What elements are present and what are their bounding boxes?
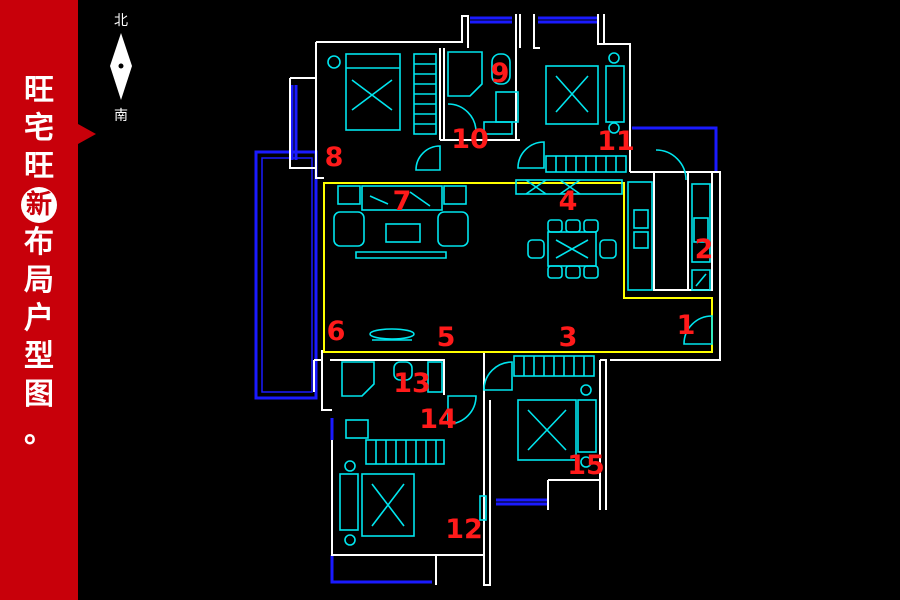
banner-char: 旺 <box>24 149 54 184</box>
room-number-6: 6 <box>327 316 346 347</box>
compass-icon: 北 南 <box>110 13 132 124</box>
banner-arrow-icon <box>78 124 96 144</box>
windows <box>254 16 718 584</box>
room-number-11: 11 <box>597 126 635 157</box>
side-banner <box>0 0 78 600</box>
room-number-12: 12 <box>445 514 483 545</box>
room-number-8: 8 <box>325 142 344 173</box>
banner-char: 户 <box>24 301 54 336</box>
room-number-5: 5 <box>437 322 456 353</box>
banner-char: 局 <box>24 263 54 298</box>
room-number-9: 9 <box>491 58 510 89</box>
living-zone-outline <box>323 182 713 353</box>
room-number-7: 7 <box>393 186 412 217</box>
banner-char: 。 <box>24 415 54 450</box>
banner-char: 型 <box>24 339 54 374</box>
room-number-4: 4 <box>559 186 578 217</box>
room-number-3: 3 <box>559 322 578 353</box>
room-number-15: 15 <box>567 450 605 481</box>
room-number-14: 14 <box>419 404 457 435</box>
banner-char-highlighted: 新 <box>21 187 57 223</box>
compass-south-label: 南 <box>114 108 128 124</box>
room-number-1: 1 <box>677 310 696 341</box>
banner-char: 宅 <box>24 111 54 146</box>
room-number-10: 10 <box>451 124 489 155</box>
room-number-13: 13 <box>393 368 431 399</box>
banner-char: 旺 <box>24 73 54 108</box>
banner-char: 图 <box>24 377 54 412</box>
room-number-2: 2 <box>695 234 714 265</box>
compass-north-label: 北 <box>114 13 128 29</box>
banner-char: 布 <box>24 225 54 260</box>
banner-title: 旺 宅 旺 新 布 局 户 型 图 。 <box>0 72 78 452</box>
room-numbers: 1 2 3 4 5 6 7 8 9 10 11 12 13 14 15 <box>325 58 714 545</box>
furniture <box>327 51 713 546</box>
walls <box>289 14 721 586</box>
